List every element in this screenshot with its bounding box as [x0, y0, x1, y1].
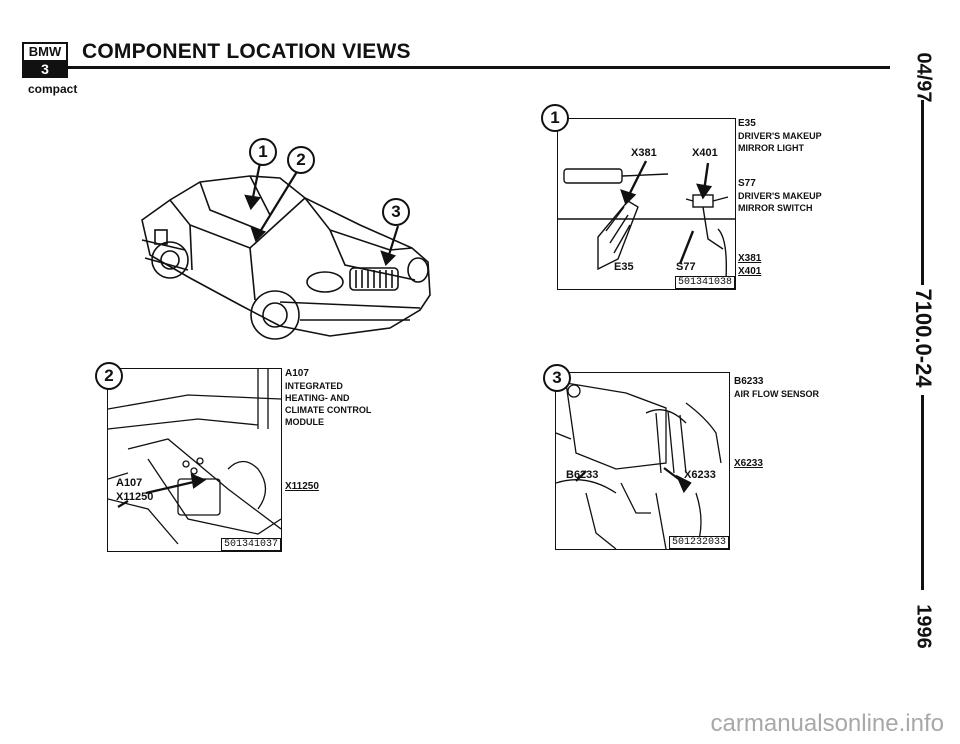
- overview-callout-3: 3: [382, 198, 410, 226]
- legend-s77-code: S77: [738, 178, 756, 189]
- connector-x6233: X6233: [734, 458, 763, 469]
- site-watermark: carmanualsonline.info: [710, 710, 944, 737]
- label-x401: X401: [692, 147, 718, 159]
- legend-a107-desc: INTEGRATED HEATING- AND CLIMATE CONTROL …: [285, 381, 372, 427]
- sidebar-year: 1996: [912, 604, 935, 649]
- page-title: COMPONENT LOCATION VIEWS: [82, 40, 411, 63]
- bmw-logo: BMW 3: [22, 42, 68, 78]
- model-subtitle: compact: [28, 82, 78, 96]
- overview-callout-1: 1: [249, 138, 277, 166]
- sidebar-rule-bottom: [921, 395, 924, 590]
- panel-3-engine-detail: B6233 X6233 501232033: [555, 372, 730, 550]
- logo-series: 3: [22, 61, 68, 78]
- legend-b6233-desc: AIR FLOW SENSOR: [734, 389, 819, 399]
- engine-illustration: [556, 382, 722, 549]
- panel-1-number: 1: [541, 104, 569, 132]
- label-a107: A107: [116, 477, 143, 489]
- label-e35: E35: [614, 261, 634, 273]
- panel-2-number: 2: [95, 362, 123, 390]
- label-x6233: X6233: [684, 469, 716, 481]
- panel-3-number: 3: [543, 364, 571, 392]
- connector-x381: X381: [738, 253, 762, 264]
- mirror-illustration: [558, 160, 735, 280]
- logo-brand: BMW: [22, 42, 68, 62]
- figure-ref: 501232033: [668, 536, 729, 549]
- connector-x401: X401: [738, 266, 762, 277]
- legend-e35-desc: DRIVER'S MAKEUP MIRROR LIGHT: [738, 131, 822, 153]
- label-s77: S77: [676, 261, 696, 273]
- title-divider: [68, 66, 890, 69]
- legend-b6233-code: B6233: [734, 376, 764, 387]
- label-x11250: X11250: [116, 491, 154, 503]
- figure-ref: 501341038: [674, 276, 735, 289]
- dashboard-illustration: [108, 369, 281, 545]
- sidebar-doc-code: 7100.0-24: [911, 288, 936, 388]
- label-b6233: B6233: [566, 469, 599, 481]
- connector-x11250: X11250: [285, 481, 319, 492]
- legend-s77-desc: DRIVER'S MAKEUP MIRROR SWITCH: [738, 191, 822, 213]
- label-x381: X381: [631, 147, 657, 159]
- sidebar-rule-top: [921, 100, 924, 285]
- sidebar-date: 04/97: [912, 52, 935, 103]
- overview-callout-2: 2: [287, 146, 315, 174]
- car-overview-illustration: [141, 157, 431, 340]
- figure-ref: 501341037: [220, 538, 281, 551]
- legend-a107-code: A107: [285, 368, 309, 379]
- panel-1-mirror-detail: X381 X401 E35 S77 501341038: [557, 118, 736, 290]
- panel-2-dash-detail: A107 X11250 501341037: [107, 368, 282, 552]
- legend-e35-code: E35: [738, 118, 756, 129]
